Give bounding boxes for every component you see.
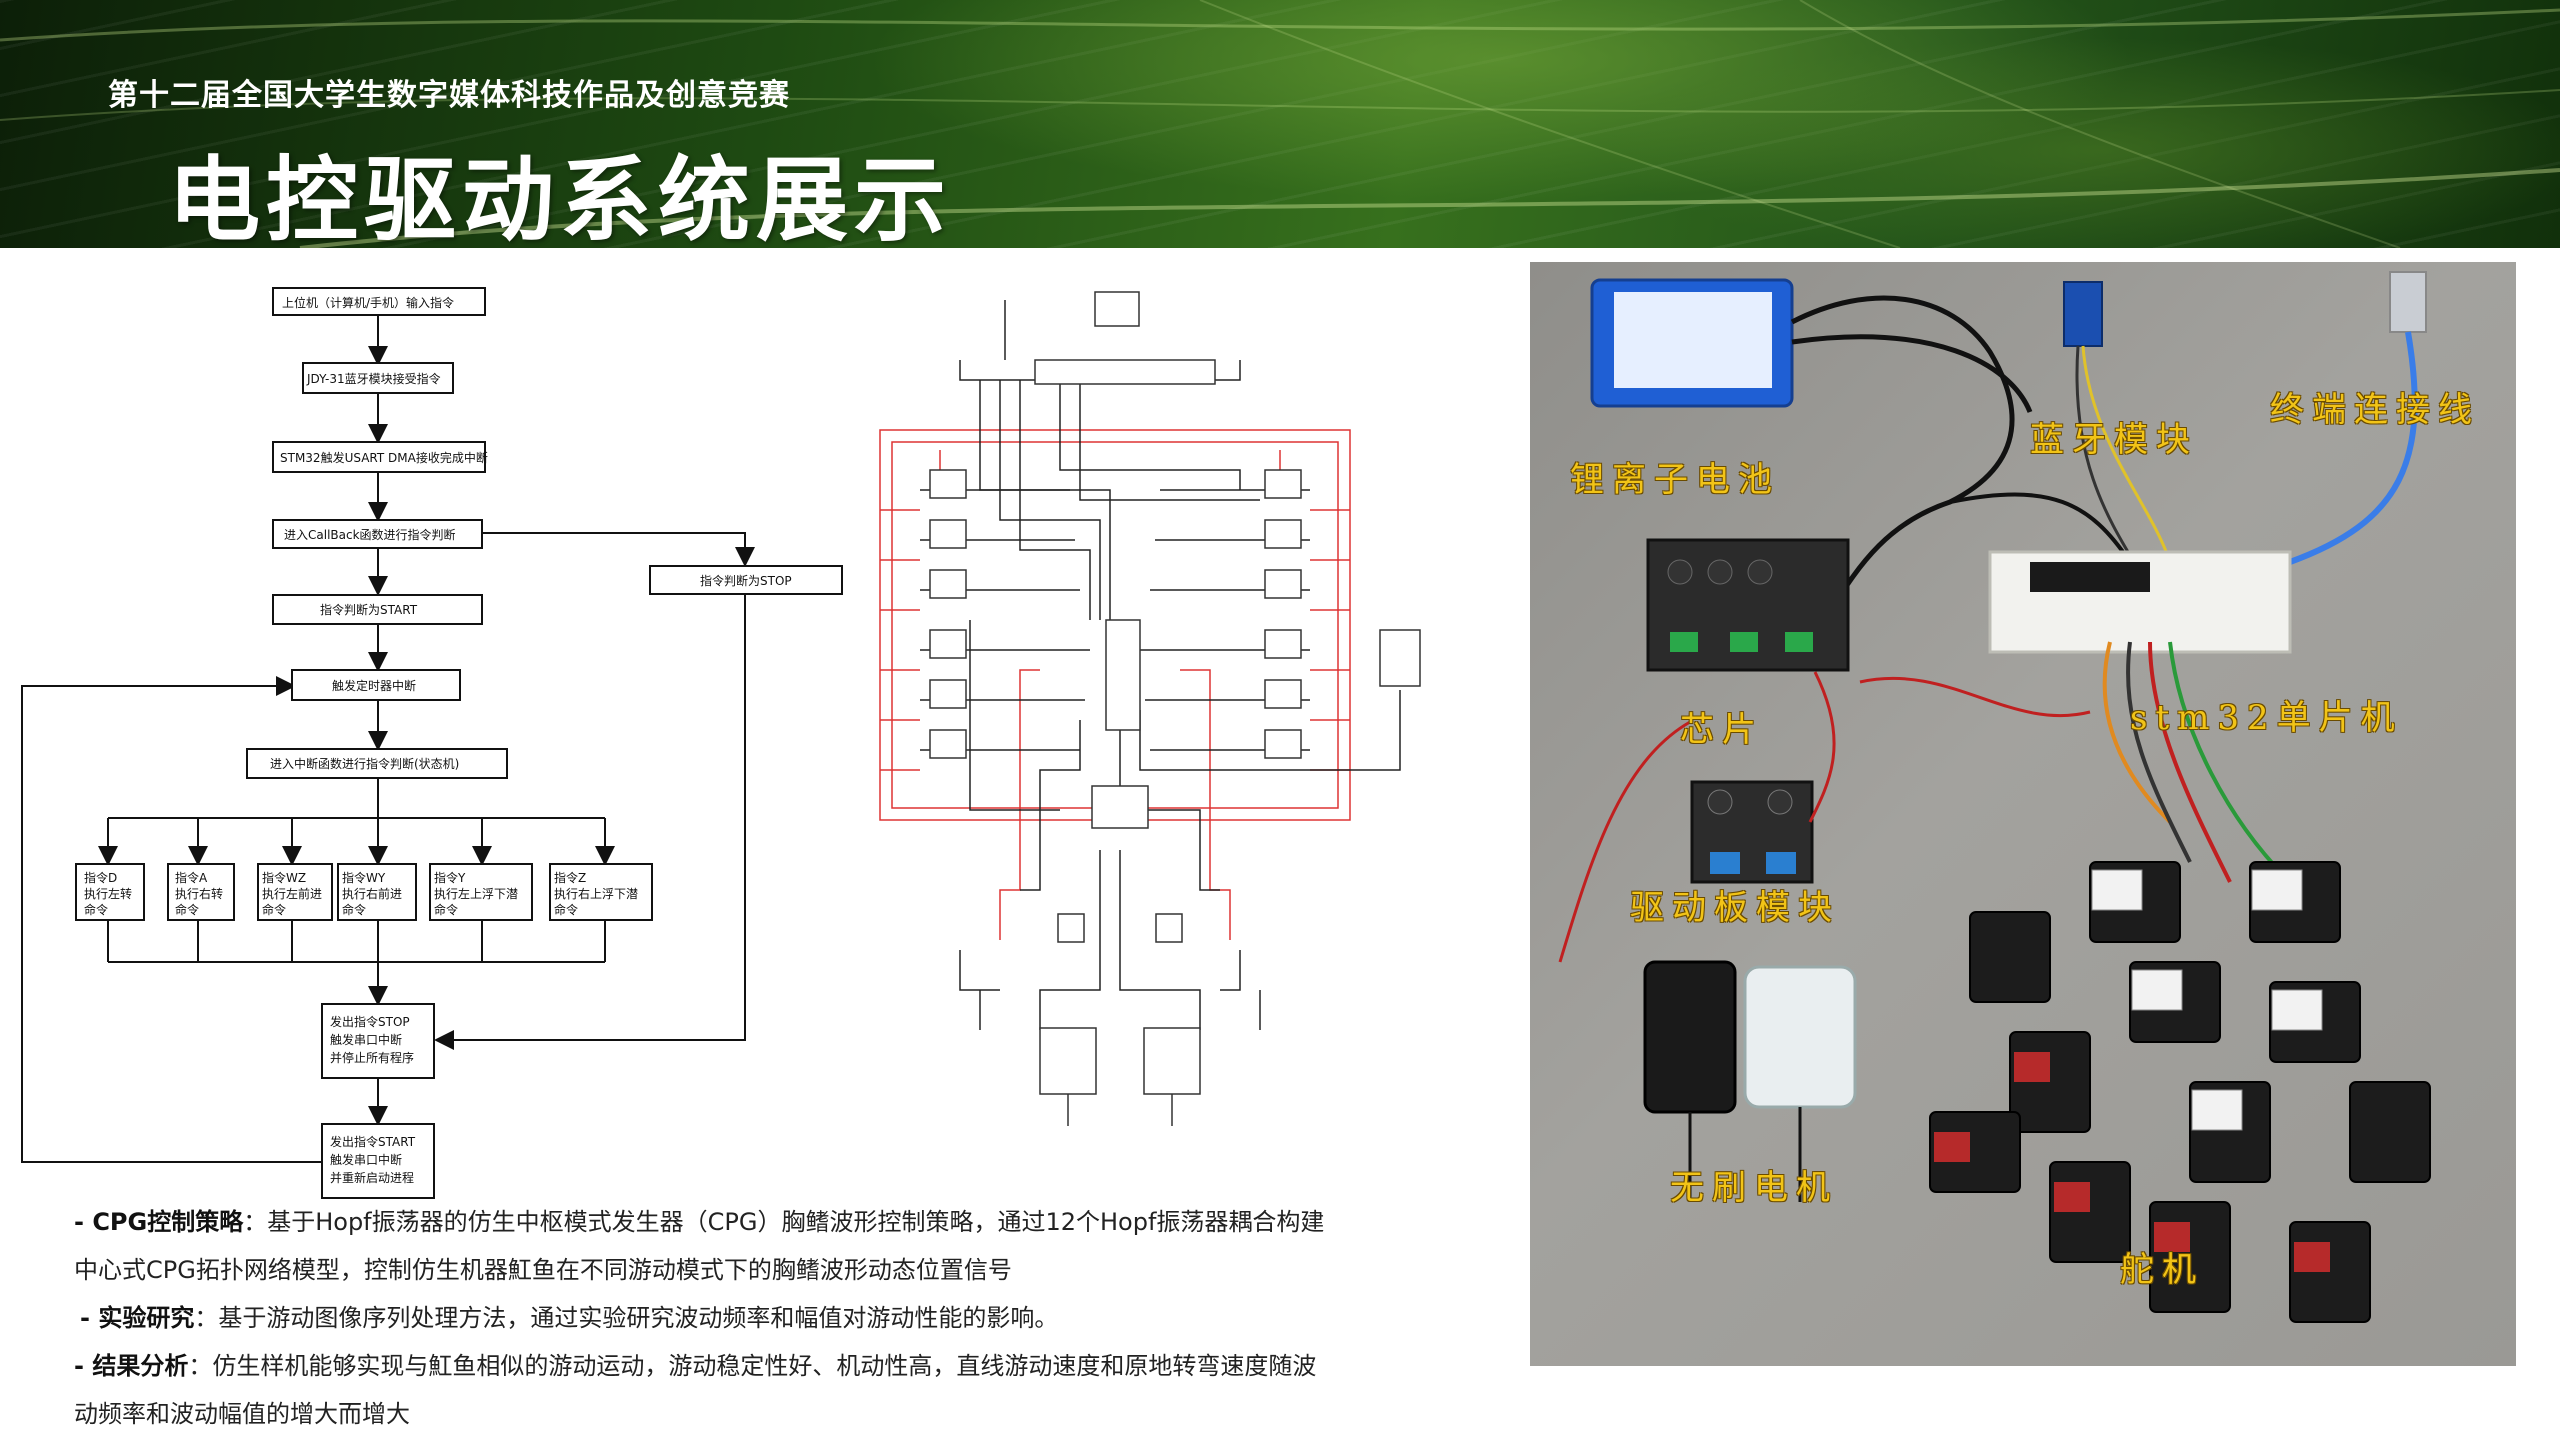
bluetooth-module bbox=[2063, 281, 2103, 347]
start-output-line2: 触发串口中断 bbox=[330, 1152, 402, 1167]
fc-text-bluetooth: JDY-31蓝牙模块接受指令 bbox=[306, 371, 441, 386]
schematic-driver bbox=[1091, 785, 1149, 829]
para-results-label: - 结果分析 bbox=[74, 1352, 189, 1380]
cmd-wz-line1: 指令WZ bbox=[262, 870, 306, 885]
cmd-a-line1: 指令A bbox=[175, 870, 208, 885]
fc-box-callback bbox=[272, 519, 483, 549]
fc-text-state: 进入中断函数进行指令判断(状态机) bbox=[270, 756, 459, 771]
label-motor: 无刷电机 bbox=[1670, 1168, 1838, 1208]
cmd-wz-line2: 执行左前进 bbox=[262, 886, 322, 901]
leaf-texture bbox=[0, 0, 2560, 248]
circuit-schematic bbox=[879, 291, 1421, 1126]
label-battery: 锂离子电池 bbox=[1570, 460, 1780, 500]
schematic-motor-left bbox=[1039, 1027, 1097, 1095]
cmd-d-line1: 指令D bbox=[84, 870, 117, 885]
label-servo: 舵机 bbox=[2120, 1250, 2204, 1290]
stop-output-line1: 发出指令STOP bbox=[330, 1014, 410, 1029]
fc-box-bluetooth bbox=[302, 362, 454, 394]
brushless-motor-right bbox=[1743, 965, 1857, 1109]
label-driver: 驱动板模块 bbox=[1630, 888, 1840, 928]
stop-output-line2: 触发串口中断 bbox=[330, 1032, 402, 1047]
hardware-photo: 锂离子电池 蓝牙模块 终端连接线 芯片 stm32单片机 驱动板模块 无刷电机 … bbox=[1530, 262, 2516, 1366]
fc-text-dma: STM32触发USART DMA接收完成中断 bbox=[280, 450, 488, 465]
fc-box-stop-output bbox=[321, 1003, 435, 1079]
cmd-wz-line3: 命令 bbox=[262, 902, 286, 917]
start-output-line3: 并重新启动进程 bbox=[330, 1170, 414, 1185]
para-results: - 结果分析：仿生样机能够实现与魟鱼相似的游动运动，游动稳定性好、机动性高，直线… bbox=[74, 1342, 1474, 1390]
para-cpg-body: ：基于Hopf振荡器的仿生中枢模式发生器（CPG）胸鳍波形控制策略，通过12个H… bbox=[243, 1208, 1325, 1236]
schematic-servo bbox=[929, 469, 967, 499]
description-text: - CPG控制策略：基于Hopf振荡器的仿生中枢模式发生器（CPG）胸鳍波形控制… bbox=[74, 1198, 1474, 1438]
cmd-wy-line2: 执行右前进 bbox=[342, 886, 402, 901]
brushless-motor-left bbox=[1643, 960, 1737, 1114]
fc-box-start-output bbox=[321, 1123, 435, 1199]
fc-box-cmd-wz bbox=[257, 863, 333, 921]
schematic-power-board bbox=[1034, 359, 1216, 385]
para-experiment-body: ：基于游动图像序列处理方法，通过实验研究波动频率和幅值对游动性能的影响。 bbox=[194, 1304, 1059, 1332]
fc-text-timer: 触发定时器中断 bbox=[332, 678, 416, 693]
cmd-y-line3: 命令 bbox=[434, 902, 458, 917]
cmd-a-line3: 命令 bbox=[175, 902, 199, 917]
fc-text-start: 上位机（计算机/手机）输入指令 bbox=[282, 295, 454, 310]
cmd-y-line1: 指令Y bbox=[434, 870, 466, 885]
para-results-cont: 动频率和波动幅值的增大而增大 bbox=[74, 1400, 410, 1428]
para-experiment-label: - 实验研究 bbox=[80, 1304, 195, 1332]
fc-box-cmd-z bbox=[549, 863, 653, 921]
para-cpg-label: - CPG控制策略 bbox=[74, 1208, 244, 1236]
start-output-line1: 发出指令START bbox=[330, 1134, 416, 1149]
fc-box-state bbox=[246, 748, 508, 779]
schematic-battery bbox=[1094, 291, 1140, 327]
label-chip: 芯片 bbox=[1680, 710, 1764, 750]
fc-box-timer bbox=[291, 669, 461, 701]
para-experiment: - 实验研究：基于游动图像序列处理方法，通过实验研究波动频率和幅值对游动性能的影… bbox=[74, 1294, 1474, 1342]
stop-output-line3: 并停止所有程序 bbox=[330, 1050, 414, 1065]
fc-box-cmd-y bbox=[429, 863, 533, 921]
cmd-d-line3: 命令 bbox=[84, 902, 108, 917]
page-title: 电控驱动系统展示 bbox=[168, 147, 953, 248]
competition-subtitle: 第十二届全国大学生数字媒体科技作品及创意竞赛 bbox=[108, 78, 790, 113]
label-mcu: stm32单片机 bbox=[2130, 698, 2403, 738]
fc-box-cmd-a bbox=[167, 863, 235, 921]
cmd-a-line2: 执行右转 bbox=[175, 886, 223, 901]
cmd-z-line2: 执行右上浮下潜 bbox=[554, 886, 638, 901]
control-flowchart: 上位机（计算机/手机）输入指令 JDY-31蓝牙模块接受指令 STM32触发US… bbox=[21, 287, 843, 1199]
cmd-wy-line1: 指令WY bbox=[342, 870, 386, 885]
cmd-z-line1: 指令Z bbox=[554, 870, 586, 885]
fc-box-cmd-wy bbox=[337, 863, 417, 921]
fc-text-callback: 进入CallBack函数进行指令判断 bbox=[284, 527, 456, 542]
fc-text-stop-judge: 指令判断为STOP bbox=[700, 573, 792, 588]
cmd-z-line3: 命令 bbox=[554, 902, 578, 917]
fc-text-start-judge: 指令判断为START bbox=[320, 602, 418, 617]
schematic-motor-right bbox=[1143, 1027, 1201, 1095]
fc-box-start bbox=[272, 287, 486, 316]
schematic-mcu bbox=[1105, 619, 1141, 731]
cmd-wy-line3: 命令 bbox=[342, 902, 366, 917]
cmd-y-line2: 执行左上浮下潜 bbox=[434, 886, 518, 901]
fc-box-stop-judge bbox=[649, 565, 843, 595]
hardware-illustration bbox=[1558, 271, 2431, 1323]
cmd-d-line2: 执行左转 bbox=[84, 886, 132, 901]
label-cable: 终端连接线 bbox=[2270, 390, 2480, 430]
para-results-body: ：仿生样机能够实现与魟鱼相似的游动运动，游动稳定性好、机动性高，直线游动速度和原… bbox=[188, 1352, 1317, 1380]
para-cpg: - CPG控制策略：基于Hopf振荡器的仿生中枢模式发生器（CPG）胸鳍波形控制… bbox=[74, 1198, 1474, 1246]
label-bluetooth: 蓝牙模块 bbox=[2030, 420, 2198, 460]
fc-box-dma bbox=[272, 441, 486, 473]
header-banner: 第十二届全国大学生数字媒体科技作品及创意竞赛 电控驱动系统展示 bbox=[0, 0, 2560, 248]
fc-box-start-judge bbox=[272, 594, 483, 625]
stm32-board bbox=[2030, 562, 2150, 592]
para-cpg-cont: 中心式CPG拓扑网络模型，控制仿生机器魟鱼在不同游动模式下的胸鳍波形动态位置信号 bbox=[74, 1256, 1012, 1284]
fc-box-cmd-d bbox=[75, 863, 145, 921]
schematic-bluetooth bbox=[1379, 629, 1421, 687]
